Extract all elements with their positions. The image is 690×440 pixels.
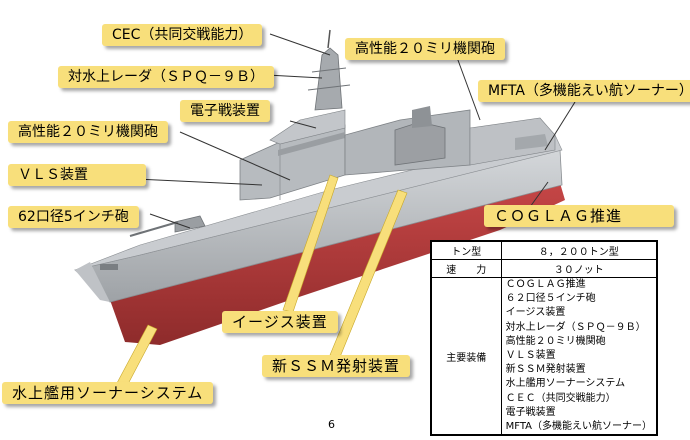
callout-aegis: イージス装置 bbox=[222, 311, 338, 333]
callout-hull-sonar: 水上艦用ソーナーシステム bbox=[2, 382, 214, 404]
callout-new-ssm: 新ＳＳＭ発射装置 bbox=[262, 355, 411, 377]
hull-lower bbox=[110, 183, 565, 345]
equipment-item: 新ＳＳＭ発射装置 bbox=[505, 364, 586, 376]
callout-ciws-aft: 高性能２０ミリ機関砲 bbox=[345, 38, 505, 60]
mast bbox=[314, 47, 343, 111]
spec-equipment-list: ＣＯＧＬＡＧ推進 ６２口径５インチ砲 イージス装置 対水上レーダ（ＳＰＱ－９Ｂ）… bbox=[500, 276, 658, 436]
equipment-item: ＣＥＣ（共同交戦能力） bbox=[505, 392, 616, 404]
spec-value-displacement: ８，２００トン型 bbox=[500, 241, 658, 260]
callout-vls: ＶＬＳ装置 bbox=[8, 164, 146, 186]
spec-table: トン型 ８，２００トン型 速 力 ３０ノット 主要装備 ＣＯＧＬＡＧ推進 ６２口… bbox=[430, 240, 658, 436]
callout-ciws-forward: 高性能２０ミリ機関砲 bbox=[8, 121, 168, 143]
callout-electronic-warfare: 電子戦装置 bbox=[180, 100, 270, 122]
callout-gun: 62口径5インチ砲 bbox=[8, 206, 139, 228]
equipment-item: ６２口径５インチ砲 bbox=[505, 293, 596, 305]
spec-label-displacement: トン型 bbox=[431, 241, 502, 260]
equipment-item: 電子戦装置 bbox=[505, 406, 556, 418]
page-number: 6 bbox=[328, 418, 335, 431]
equipment-item: 対水上レーダ（ＳＰＱ－９Ｂ） bbox=[505, 321, 646, 333]
equipment-item: 水上艦用ソーナーシステム bbox=[505, 378, 626, 390]
callout-cec: CEC（共同交戦能力） bbox=[102, 24, 263, 46]
equipment-item: ＶＬＳ装置 bbox=[505, 350, 556, 362]
equipment-item: ＣＯＧＬＡＧ推進 bbox=[505, 279, 586, 290]
spec-label-speed: 速 力 bbox=[431, 259, 502, 278]
callout-surface-radar: 対水上レーダ（ＳＰＱ－９Ｂ） bbox=[58, 66, 274, 88]
equipment-item: MFTA（多機能えい航ソーナー） bbox=[505, 421, 652, 433]
gun-mount bbox=[174, 215, 206, 233]
spec-label-equipment: 主要装備 bbox=[431, 276, 502, 436]
equipment-item: イージス装置 bbox=[505, 307, 566, 319]
equipment-item: 高性能２０ミリ機関砲 bbox=[505, 335, 606, 347]
callout-coglag: ＣＯＧＬＡＧ推進 bbox=[484, 205, 674, 227]
spec-value-speed: ３０ノット bbox=[500, 259, 658, 278]
callout-mfta: MFTA（多機能えい航ソーナー） bbox=[478, 80, 690, 102]
